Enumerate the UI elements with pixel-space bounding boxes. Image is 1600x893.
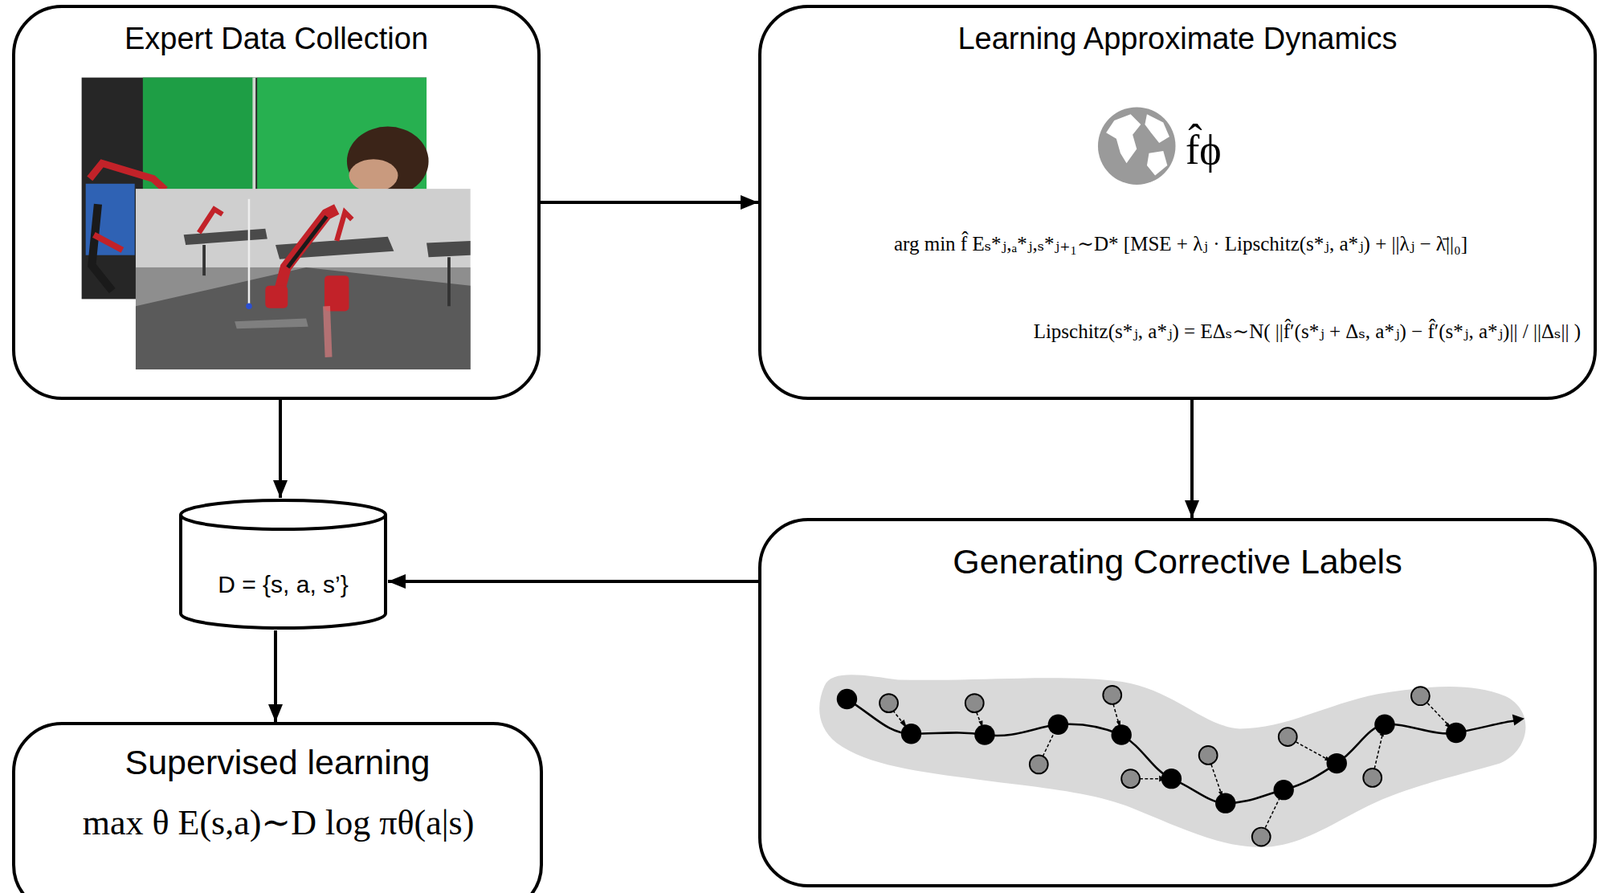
flow-arrow xyxy=(540,200,759,205)
process-box: Supervised learning max θ E(s,a)∼D log πθ… xyxy=(12,722,543,893)
flow-arrow xyxy=(273,630,278,723)
objective-formula: max θ E(s,a)∼D log πθ(a|s) xyxy=(31,802,526,845)
simulation-render xyxy=(135,188,471,370)
trajectory-illustration xyxy=(819,674,1526,848)
database-cylinder: D = {s, a, s’} xyxy=(178,497,388,631)
dataset-label: D = {s, a, s’} xyxy=(178,570,388,600)
model-symbol: f̂ϕ xyxy=(1185,125,1298,176)
box-title: Supervised learning xyxy=(15,742,540,784)
loss-formula: arg min f̂ Eₛ*ⱼ,ₐ*ⱼ,ₛ*ⱼ₊₁∼D* [MSE + λⱼ ·… xyxy=(779,232,1583,257)
process-box: Generating Corrective Labels xyxy=(758,518,1597,888)
box-title: Expert Data Collection xyxy=(15,20,538,58)
box-title: Learning Approximate Dynamics xyxy=(761,20,1594,58)
flow-arrow xyxy=(1190,400,1194,519)
flow-arrow xyxy=(387,579,759,584)
box-title: Generating Corrective Labels xyxy=(761,541,1594,584)
process-box: Expert Data Collection xyxy=(12,4,541,400)
cylinder-outline xyxy=(178,497,388,631)
flow-arrow xyxy=(278,400,282,498)
globe-icon xyxy=(1097,106,1176,185)
process-box: Learning Approximate Dynamics f̂ϕ arg min … xyxy=(758,4,1597,400)
lipschitz-formula: Lipschitz(s*ⱼ, a*ⱼ) = EΔₛ∼N( ||f̂′(s*ⱼ +… xyxy=(881,319,1581,344)
